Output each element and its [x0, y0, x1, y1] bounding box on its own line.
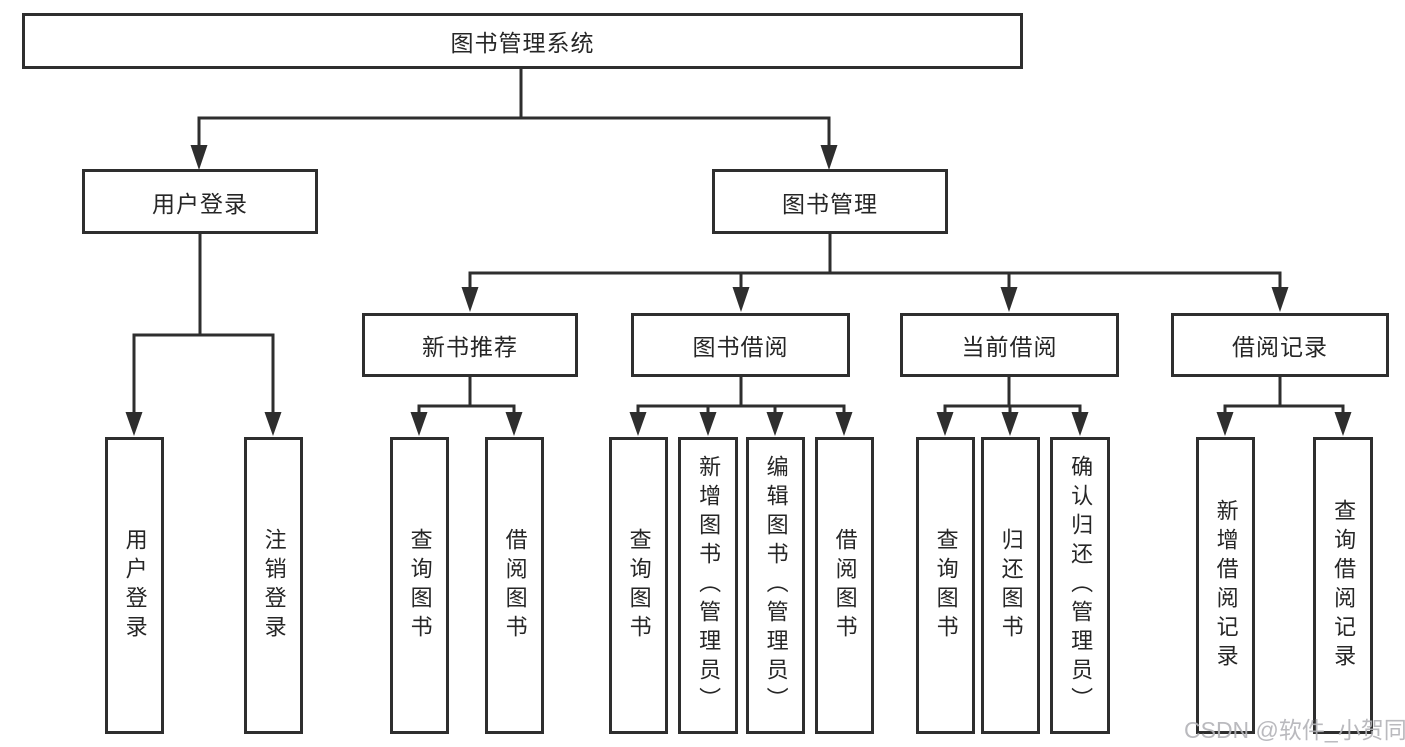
- node-book-management-label: 图书管理: [782, 190, 878, 217]
- leaf-add-book-admin-label: 新增图书（管理员）: [696, 455, 722, 716]
- leaf-query-books-borrow-label: 查询图书: [626, 527, 652, 644]
- leaf-logout-label: 注销登录: [261, 527, 287, 644]
- csdn-watermark: CSDN @软件_小贺同学: [1184, 717, 1405, 743]
- node-root-label: 图书管理系统: [450, 30, 595, 56]
- node-book-borrow-label: 图书借阅: [692, 334, 789, 360]
- leaf-logout: 注销登录: [244, 437, 303, 734]
- leaf-user-login-label: 用户登录: [122, 527, 148, 644]
- leaf-query-books-recommend-label: 查询图书: [407, 527, 433, 644]
- node-user-login: 用户登录: [82, 169, 318, 234]
- leaf-query-books-recommend: 查询图书: [390, 437, 449, 734]
- leaf-add-borrow-record-label: 新增借阅记录: [1213, 498, 1239, 673]
- node-current-borrow: 当前借阅: [900, 313, 1119, 377]
- leaf-query-books-current-label: 查询图书: [933, 527, 959, 644]
- leaf-return-book: 归还图书: [981, 437, 1040, 734]
- node-root: 图书管理系统: [22, 13, 1023, 69]
- leaf-query-borrow-record-label: 查询借阅记录: [1331, 498, 1357, 673]
- node-borrow-records-label: 借阅记录: [1232, 334, 1328, 360]
- node-book-management: 图书管理: [712, 169, 948, 234]
- leaf-add-book-admin: 新增图书（管理员）: [678, 437, 738, 734]
- leaf-user-login: 用户登录: [105, 437, 164, 734]
- node-borrow-records: 借阅记录: [1171, 313, 1389, 377]
- leaf-edit-book-admin: 编辑图书（管理员）: [746, 437, 805, 734]
- leaf-query-books-current: 查询图书: [916, 437, 975, 734]
- leaf-return-book-label: 归还图书: [998, 527, 1024, 644]
- node-new-book-recommend-label: 新书推荐: [422, 334, 518, 360]
- node-user-login-label: 用户登录: [152, 190, 248, 217]
- node-book-borrow: 图书借阅: [631, 313, 850, 377]
- leaf-add-borrow-record: 新增借阅记录: [1196, 437, 1255, 734]
- leaf-query-books-borrow: 查询图书: [609, 437, 668, 734]
- node-new-book-recommend: 新书推荐: [362, 313, 578, 377]
- leaf-confirm-return-admin-label: 确认归还（管理员）: [1068, 455, 1094, 716]
- leaf-confirm-return-admin: 确认归还（管理员）: [1050, 437, 1110, 734]
- leaf-borrow-books: 借阅图书: [815, 437, 874, 734]
- node-current-borrow-label: 当前借阅: [961, 334, 1058, 360]
- leaf-edit-book-admin-label: 编辑图书（管理员）: [763, 455, 789, 716]
- leaf-borrow-books-recommend: 借阅图书: [485, 437, 544, 734]
- leaf-borrow-books-label: 借阅图书: [832, 527, 858, 644]
- leaf-borrow-books-recommend-label: 借阅图书: [502, 527, 528, 644]
- leaf-query-borrow-record: 查询借阅记录: [1313, 437, 1373, 734]
